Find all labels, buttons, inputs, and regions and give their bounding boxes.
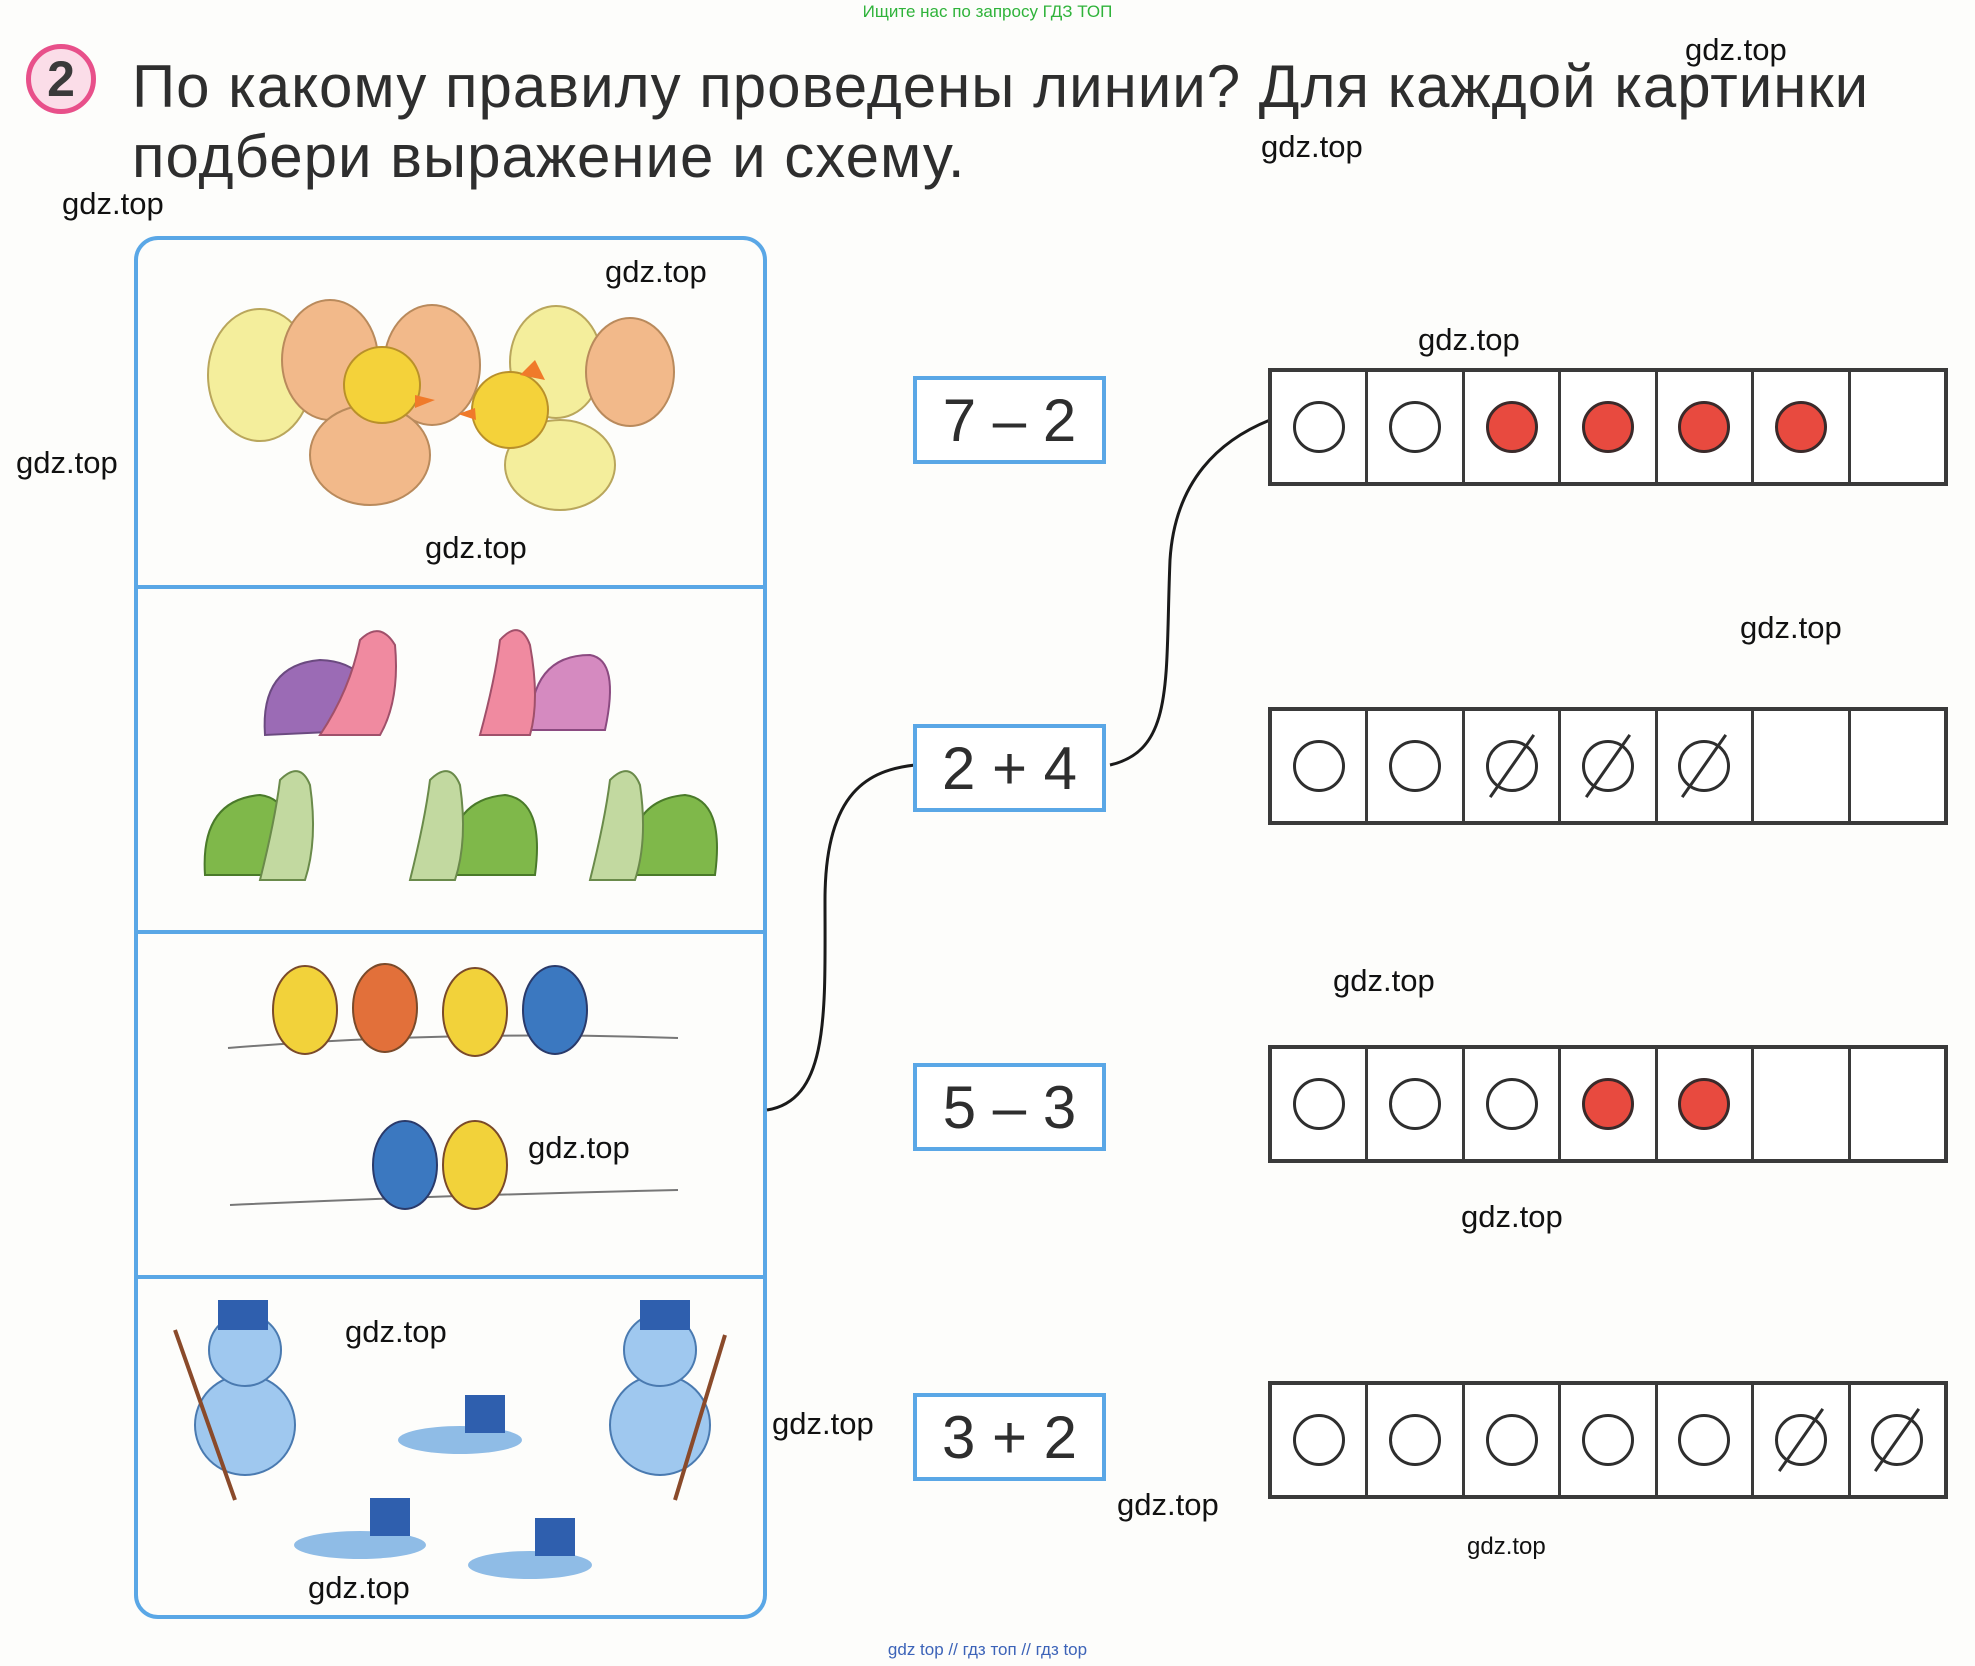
empty-counter [1581, 1414, 1634, 1466]
watermark: gdz.top [1333, 963, 1435, 998]
scheme-cell [1851, 711, 1944, 821]
scheme-cell [1368, 372, 1465, 482]
watermark: gdz.top [345, 1314, 447, 1349]
scheme-cell [1754, 1385, 1851, 1495]
scheme-cell [1658, 711, 1755, 821]
counter-scheme-2 [1268, 707, 1948, 825]
empty-counter [1389, 740, 1442, 792]
watermark: gdz.top [425, 530, 527, 565]
crossed-counter [1581, 740, 1634, 792]
search-hint: Ищите нас по запросу ГДЗ ТОП [862, 2, 1113, 21]
watermark: gdz.top [1261, 129, 1363, 164]
footer-links: gdz top // гдз топ // гдз top [887, 1640, 1088, 1659]
picture-birds [227, 963, 679, 1210]
expression-box-4: 3 + 2 [913, 1393, 1106, 1481]
expression-box-2: 2 + 4 [913, 724, 1106, 812]
filled-counter [1678, 1078, 1731, 1130]
watermark: gdz.top [308, 1570, 410, 1605]
watermark: gdz.top [1418, 322, 1520, 357]
empty-counter [1389, 401, 1442, 453]
expression-box-3: 5 – 3 [913, 1063, 1106, 1151]
crossed-counter [1678, 740, 1731, 792]
scheme-cell [1368, 711, 1465, 821]
watermark: gdz.top [772, 1406, 874, 1441]
connector-line-birds-to-expression [766, 763, 916, 1112]
counter-scheme-1 [1268, 368, 1948, 486]
crossed-counter [1871, 1414, 1924, 1466]
counter-scheme-3 [1268, 1045, 1948, 1163]
panel-divider [138, 930, 763, 934]
counter-scheme-4 [1268, 1381, 1948, 1499]
watermark: gdz.top [1740, 610, 1842, 645]
empty-counter [1292, 740, 1345, 792]
scheme-cell [1851, 1385, 1944, 1495]
scheme-cell [1465, 1049, 1562, 1159]
task-text-line-1: По какому правилу проведены линии? Для к… [132, 53, 1870, 120]
empty-counter [1292, 401, 1345, 453]
scheme-cell [1368, 1385, 1465, 1495]
crossed-counter [1774, 1414, 1827, 1466]
scheme-cell [1561, 1049, 1658, 1159]
empty-counter [1292, 1414, 1345, 1466]
expression-box-1: 7 – 2 [913, 376, 1106, 464]
panel-divider [138, 1275, 763, 1279]
scheme-cell [1754, 711, 1851, 821]
scheme-cell [1465, 372, 1562, 482]
scheme-cell [1851, 1049, 1944, 1159]
filled-counter [1678, 401, 1731, 453]
scheme-cell [1658, 1385, 1755, 1495]
empty-counter [1389, 1414, 1442, 1466]
picture-panel [134, 236, 767, 1619]
scheme-cell [1561, 711, 1658, 821]
watermark: gdz.top [16, 445, 118, 480]
scheme-cell [1465, 711, 1562, 821]
scheme-cell [1754, 1049, 1851, 1159]
empty-counter [1292, 1078, 1345, 1130]
task-text-line-2: подбери выражение и схему. [132, 123, 966, 190]
scheme-cell [1272, 1049, 1369, 1159]
scheme-cell [1272, 1385, 1369, 1495]
scheme-cell [1754, 372, 1851, 482]
watermark: gdz.top [1685, 32, 1787, 67]
watermark: gdz.top [62, 186, 164, 221]
empty-counter [1485, 1414, 1538, 1466]
crossed-counter [1485, 740, 1538, 792]
filled-counter [1581, 1078, 1634, 1130]
scheme-cell [1465, 1385, 1562, 1495]
scheme-cell [1272, 372, 1369, 482]
scheme-cell [1272, 711, 1369, 821]
filled-counter [1581, 401, 1634, 453]
picture-chicks [207, 299, 675, 511]
scheme-cell [1658, 1049, 1755, 1159]
picture-snails [203, 629, 718, 881]
empty-counter [1678, 1414, 1731, 1466]
scheme-cell [1368, 1049, 1465, 1159]
picture-snowmen [173, 1300, 727, 1579]
watermark: gdz.top [1117, 1487, 1219, 1522]
connector-line-expression-to-scheme [1109, 418, 1271, 767]
watermark: gdz.top [1467, 1533, 1546, 1560]
scheme-cell [1561, 372, 1658, 482]
filled-counter [1485, 401, 1538, 453]
watermark: gdz.top [605, 254, 707, 289]
empty-counter [1389, 1078, 1442, 1130]
watermark: gdz.top [528, 1130, 630, 1165]
filled-counter [1774, 401, 1827, 453]
task-number-badge: 2 [26, 44, 96, 114]
panel-divider [138, 585, 763, 589]
scheme-cell [1658, 372, 1755, 482]
empty-counter [1485, 1078, 1538, 1130]
scheme-cell [1561, 1385, 1658, 1495]
scheme-cell [1851, 372, 1944, 482]
watermark: gdz.top [1461, 1199, 1563, 1234]
